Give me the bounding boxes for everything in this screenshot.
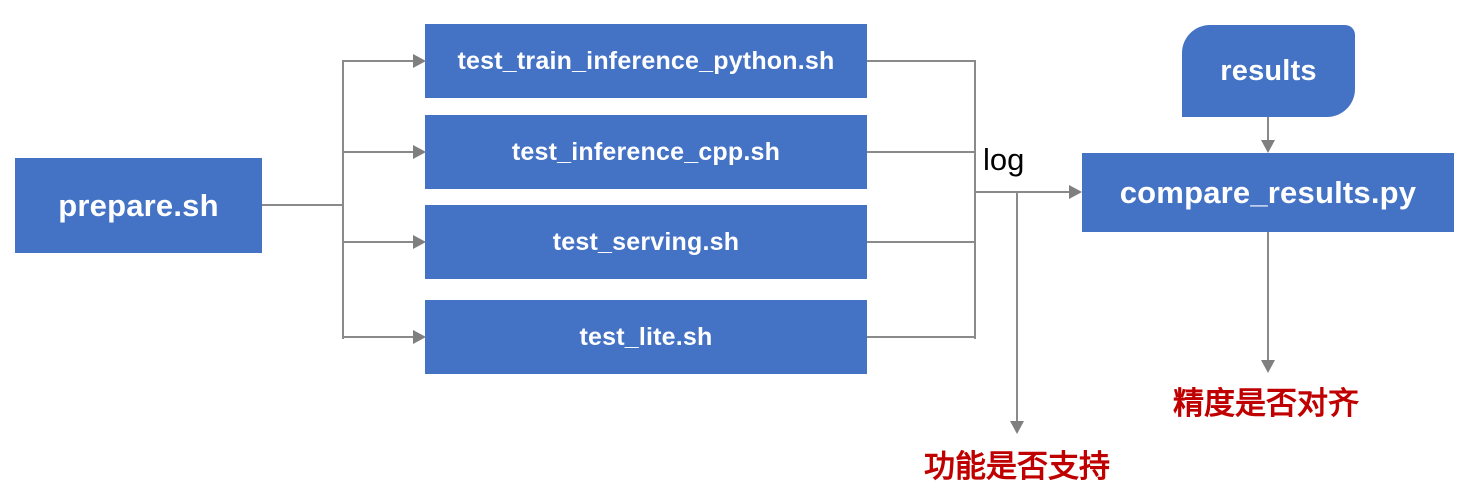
node-compare-results-py: compare_results.py xyxy=(1082,153,1454,232)
annotation-precision-aligned: 精度是否对齐 xyxy=(1173,386,1359,421)
arrowhead-into-test1 xyxy=(413,54,426,68)
arrowhead-into-test2 xyxy=(413,145,426,159)
node-test-train-inference-python-sh: test_train_inference_python.sh xyxy=(425,24,867,98)
node-test-inference-cpp-sh: test_inference_cpp.sh xyxy=(425,115,867,189)
node-results: results xyxy=(1182,25,1355,117)
node-prepare-sh: prepare.sh xyxy=(15,158,262,253)
connector-test2-out xyxy=(867,151,975,153)
arrowhead-into-compare xyxy=(1069,185,1082,199)
arrowhead-into-test3 xyxy=(413,235,426,249)
connector-test4-out xyxy=(867,336,975,338)
connector-prepare-out xyxy=(262,204,343,206)
connector-branch-test1 xyxy=(343,60,413,62)
connector-test3-out xyxy=(867,241,975,243)
connector-log-down xyxy=(1016,192,1018,422)
connector-log-to-compare xyxy=(975,191,1070,193)
connector-right-bus xyxy=(974,60,976,339)
arrowhead-results-into-compare xyxy=(1261,140,1275,153)
connector-branch-test4 xyxy=(343,336,413,338)
connector-results-to-compare xyxy=(1267,117,1269,141)
arrowhead-to-function-support xyxy=(1010,421,1024,434)
connector-branch-test3 xyxy=(343,241,413,243)
arrowhead-to-precision-aligned xyxy=(1261,360,1275,373)
connector-branch-test2 xyxy=(343,151,413,153)
arrowhead-into-test4 xyxy=(413,330,426,344)
annotation-function-support: 功能是否支持 xyxy=(924,449,1110,484)
connector-test1-out xyxy=(867,60,975,62)
node-test-lite-sh: test_lite.sh xyxy=(425,300,867,374)
edge-label-log: log xyxy=(983,142,1025,177)
connector-compare-down xyxy=(1267,232,1269,361)
connector-left-bus xyxy=(342,60,344,339)
node-test-serving-sh: test_serving.sh xyxy=(425,205,867,279)
